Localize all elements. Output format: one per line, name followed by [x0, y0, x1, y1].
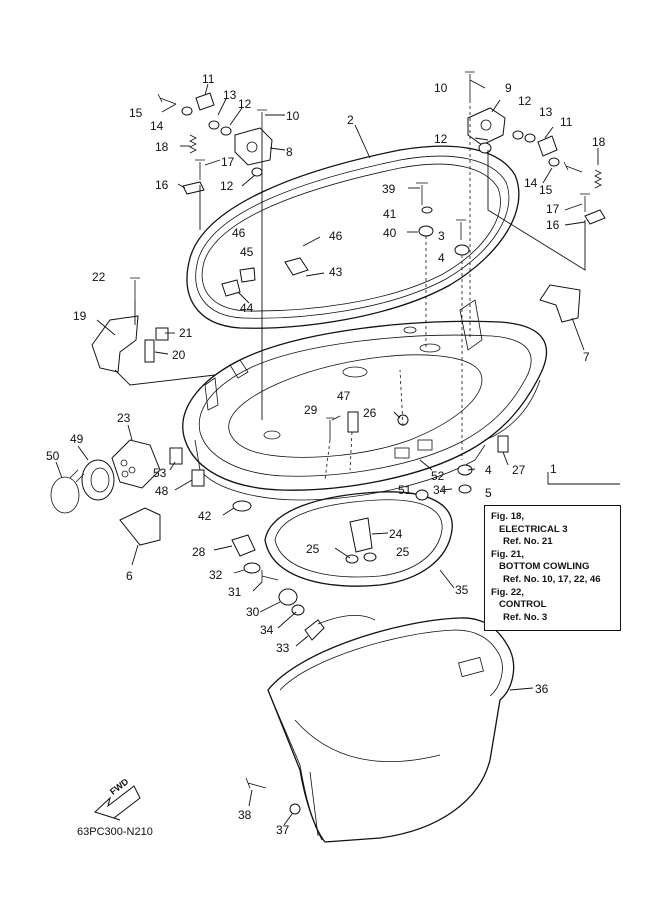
callout-label: 31 [228, 585, 242, 599]
callout-label: 41 [383, 207, 397, 221]
callout-label: 38 [238, 808, 252, 822]
ref-line: ELECTRICAL 3 [499, 523, 568, 535]
callout-label: 39 [382, 182, 396, 196]
fwd-arrow-icon [94, 785, 141, 821]
callout-label: 36 [535, 682, 549, 696]
callout-label: 46 [329, 229, 343, 243]
callout-label: 16 [546, 218, 560, 232]
callout-label: 34 [260, 623, 274, 637]
ref-line: Ref. No. 10, 17, 22, 46 [503, 573, 601, 585]
callout-leaders [55, 79, 599, 826]
ref-line: Ref. No. 21 [503, 536, 553, 548]
callout-label: 21 [179, 326, 193, 340]
callout-label: 52 [431, 469, 445, 483]
assembly-guide-lines [114, 100, 620, 485]
callout-label: 28 [192, 545, 206, 559]
callout-label: 29 [304, 403, 318, 417]
callout-label: 17 [546, 202, 560, 216]
callout-label: 18 [592, 135, 606, 149]
callout-label: 5 [485, 486, 492, 500]
callout-label: 12 [238, 97, 252, 111]
callout-label: 34 [433, 483, 447, 497]
ref-line: Fig. 21, [491, 548, 525, 560]
callout-label: 2 [347, 113, 354, 127]
callout-label: 13 [539, 105, 553, 119]
callout-label: 42 [198, 509, 212, 523]
callout-label: 15 [539, 183, 553, 197]
small-parts [50, 71, 606, 815]
callout-label: 11 [560, 115, 573, 129]
callout-label: 24 [389, 527, 403, 541]
callout-label: 49 [70, 432, 84, 446]
callout-label: 10 [286, 109, 300, 123]
callout-label: 37 [276, 823, 290, 837]
callout-label: 14 [524, 176, 538, 190]
callout-label: 27 [512, 463, 526, 477]
callout-label: 45 [240, 245, 254, 259]
callout-label: 44 [240, 301, 254, 315]
callout-label: 11 [202, 72, 215, 86]
callout-label: 15 [129, 106, 143, 120]
part-number-labels: 15 11 13 14 12 10 18 17 8 16 12 2 10 9 1… [46, 72, 606, 837]
callout-label: 40 [383, 226, 397, 240]
ref-line: Fig. 18, [491, 511, 525, 522]
callout-label: 12 [434, 132, 448, 146]
callout-label: 12 [220, 179, 234, 193]
assembly-ref-label: 1 [550, 462, 557, 476]
callout-label: 43 [329, 265, 343, 279]
callout-label: 23 [117, 411, 131, 425]
callout-label: 53 [153, 466, 167, 480]
ref-line: BOTTOM COWLING [499, 561, 590, 573]
callout-label: 33 [276, 641, 290, 655]
callout-label: 26 [363, 406, 377, 420]
callout-label: 22 [92, 270, 106, 284]
bottom-cowling-body [182, 299, 548, 501]
callout-label: 16 [155, 178, 169, 192]
callout-label: 4 [438, 251, 445, 265]
callout-label: 35 [455, 583, 469, 597]
callout-label: 8 [286, 145, 293, 159]
callout-label: 6 [126, 569, 133, 583]
cowling-seal-outline [186, 145, 520, 329]
callout-label: 13 [223, 88, 237, 102]
callout-label: 9 [505, 81, 512, 95]
callout-label: 30 [246, 605, 260, 619]
callout-label: 46 [232, 226, 246, 240]
callout-label: 25 [396, 545, 410, 559]
callout-label: 14 [150, 119, 164, 133]
reference-box: Fig. 18, ELECTRICAL 3 Ref. No. 21 Fig. 2… [484, 505, 621, 631]
callout-label: 25 [306, 542, 320, 556]
ref-line: Fig. 22, [491, 586, 525, 598]
callout-label: 10 [434, 81, 448, 95]
callout-label: 47 [337, 389, 351, 403]
callout-label: 4 [485, 463, 492, 477]
callout-label: 48 [155, 484, 169, 498]
bottom-seal-35 [264, 491, 453, 587]
lower-cowling-skirt [267, 617, 515, 843]
callout-label: 17 [221, 155, 235, 169]
callout-label: 19 [73, 309, 87, 323]
callout-label: 20 [172, 348, 186, 362]
callout-label: 32 [209, 568, 223, 582]
callout-label: 12 [518, 94, 532, 108]
callout-label: 51 [398, 483, 412, 497]
callout-label: 7 [583, 350, 590, 364]
callout-label: 18 [155, 140, 169, 154]
callout-label: 3 [438, 229, 445, 243]
ref-line: Ref. No. 3 [503, 611, 548, 623]
drawing-code: 63PC300-N210 [77, 826, 153, 838]
callout-label: 50 [46, 449, 60, 463]
ref-line: CONTROL [499, 599, 547, 611]
